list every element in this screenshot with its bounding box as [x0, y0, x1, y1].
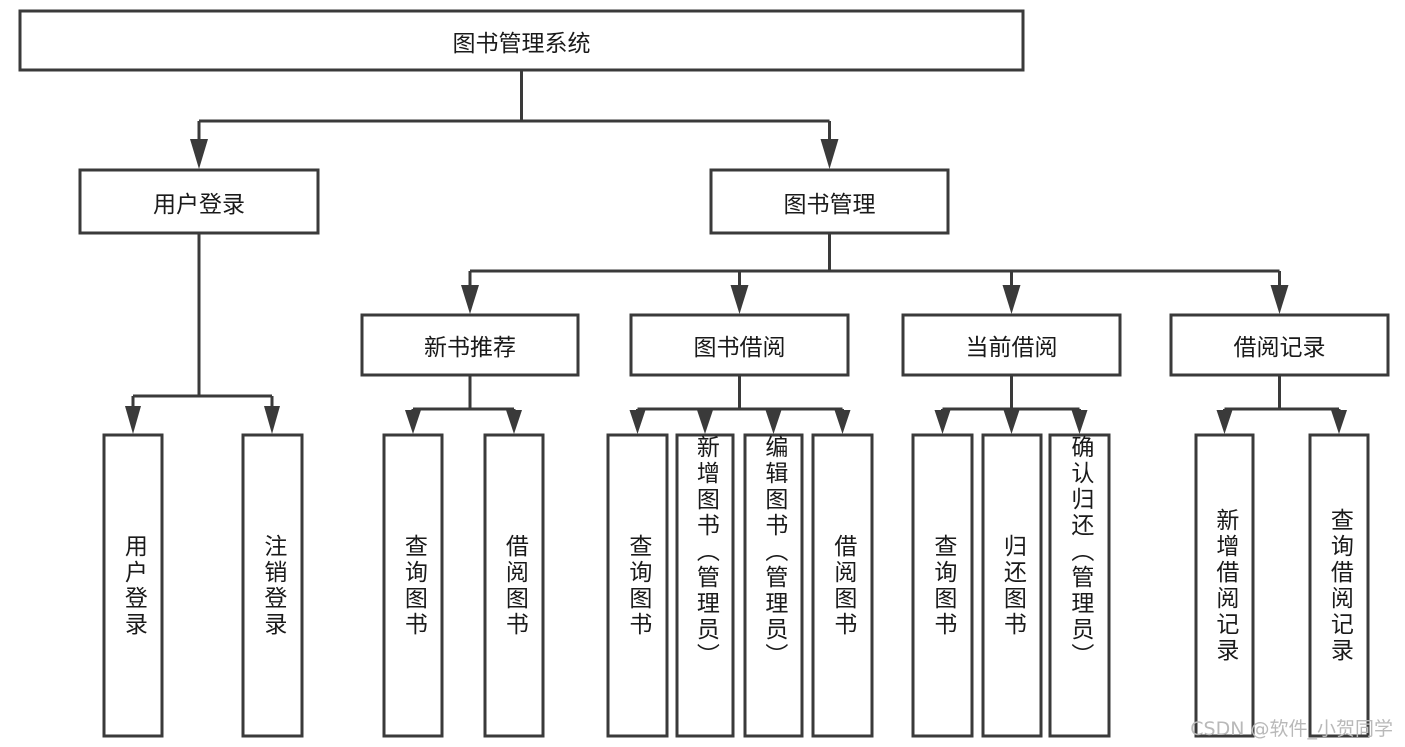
node-box-leaf-edit-book[interactable] — [743, 433, 804, 738]
arrow-head-borrow-record — [1270, 285, 1289, 314]
arrow-head-book-borrow — [730, 285, 749, 314]
arrow-head-leaf-add-book — [697, 410, 713, 434]
arrow-head-leaf-query-book-1 — [405, 410, 421, 434]
arrow-head-leaf-query-book-2 — [629, 410, 646, 434]
node-box-current-borrow[interactable] — [901, 313, 1122, 377]
arrow-head-leaf-query-record — [1331, 410, 1347, 434]
node-box-leaf-user-login[interactable] — [102, 433, 164, 738]
node-box-leaf-query-record[interactable] — [1308, 433, 1370, 738]
arrow-head-leaf-borrow-book-2 — [834, 410, 851, 434]
node-box-leaf-add-record[interactable] — [1194, 433, 1255, 738]
arrow-head-leaf-add-record — [1216, 410, 1233, 434]
node-box-new-book-recommend[interactable] — [360, 313, 580, 377]
node-box-leaf-borrow-book-2[interactable] — [811, 433, 874, 738]
arrow-head-book-manage — [820, 139, 839, 169]
node-box-book-manage[interactable] — [709, 168, 950, 235]
node-box-leaf-return-book[interactable] — [981, 433, 1043, 738]
connector-group-borrow-record — [1216, 375, 1347, 434]
connector-group-current-borrow — [934, 375, 1088, 434]
node-box-leaf-user-logout[interactable] — [241, 433, 304, 738]
connector-group-user-login — [125, 233, 280, 434]
connector-group-new-book-recommend — [405, 375, 522, 434]
node-box-leaf-confirm-return[interactable] — [1048, 433, 1111, 738]
arrow-head-leaf-edit-book — [765, 410, 782, 434]
connector-group-book-borrow — [629, 375, 851, 434]
node-box-leaf-query-book-1[interactable] — [382, 433, 444, 738]
node-box-leaf-add-book[interactable] — [675, 433, 735, 738]
node-box-leaf-query-book-2[interactable] — [606, 433, 669, 738]
node-box-user-login[interactable] — [78, 168, 320, 235]
arrow-head-current-borrow — [1002, 285, 1021, 314]
csdn-watermark: CSDN @软件_小贺同学 — [1190, 718, 1393, 740]
node-box-book-borrow[interactable] — [629, 313, 850, 377]
arrow-head-leaf-return-book — [1003, 410, 1020, 434]
node-box-root[interactable] — [18, 9, 1025, 72]
arrow-head-leaf-confirm-return — [1071, 410, 1088, 434]
arrow-head-leaf-borrow-book-1 — [506, 410, 522, 434]
connector-group-root — [190, 70, 839, 169]
node-box-borrow-record[interactable] — [1169, 313, 1390, 377]
arrow-head-user-login — [190, 139, 208, 169]
arrow-head-new-book-recommend — [461, 285, 479, 314]
arrow-head-leaf-user-logout — [264, 406, 280, 434]
arrow-head-leaf-user-login — [125, 406, 141, 434]
connector-group-book-manage — [461, 233, 1289, 314]
node-box-leaf-borrow-book-1[interactable] — [483, 433, 545, 738]
node-box-leaf-query-book-3[interactable] — [911, 433, 974, 738]
arrow-head-leaf-query-book-3 — [934, 410, 951, 434]
